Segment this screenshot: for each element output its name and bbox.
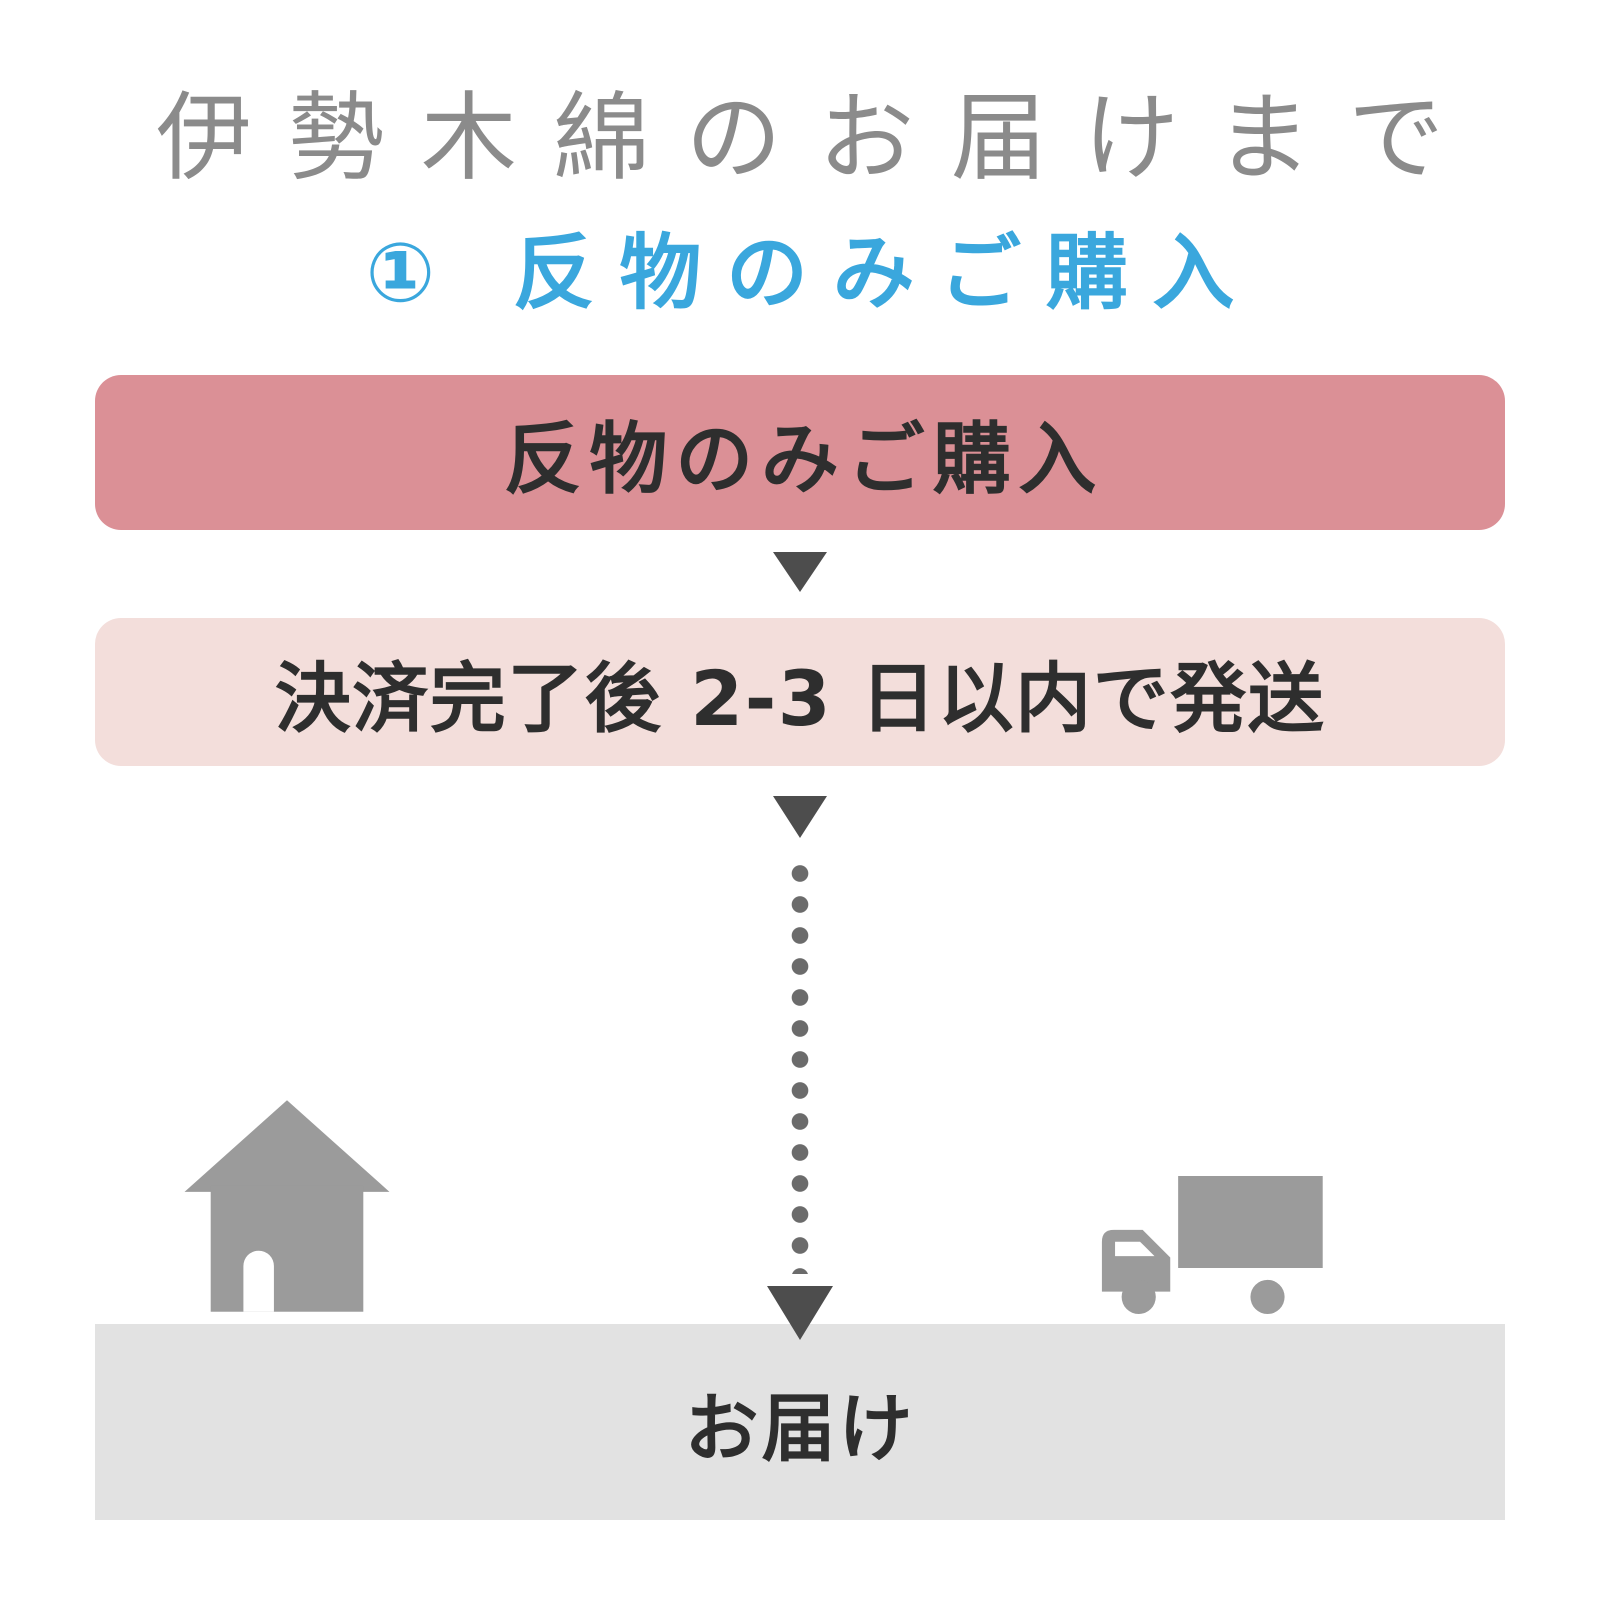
arrow-down-icon — [767, 1286, 833, 1340]
arrow-down-icon — [773, 796, 827, 838]
step-shipping-box: 決済完了後 2-3 日以内で発送 — [95, 618, 1505, 766]
arrow-down-icon — [773, 552, 827, 592]
step-purchase-label: 反物のみご購入 — [503, 414, 1105, 505]
house-icon-svg — [184, 1100, 390, 1312]
step-shipping-label: 決済完了後 2-3 日以内で発送 — [274, 654, 1326, 743]
step-delivery-label: お届け — [684, 1385, 916, 1472]
page-subtitle: ① 反物のみご購入 — [365, 226, 1259, 321]
step-purchase-box: 反物のみご購入 — [95, 375, 1505, 530]
step-delivery-box: お届け — [95, 1324, 1505, 1520]
dotted-line — [791, 858, 809, 1274]
truck-icon — [1095, 1176, 1327, 1314]
page-title: 伊勢木綿のお届けまで — [155, 82, 1481, 194]
house-icon — [178, 1100, 396, 1312]
truck-icon-svg — [1101, 1176, 1323, 1314]
